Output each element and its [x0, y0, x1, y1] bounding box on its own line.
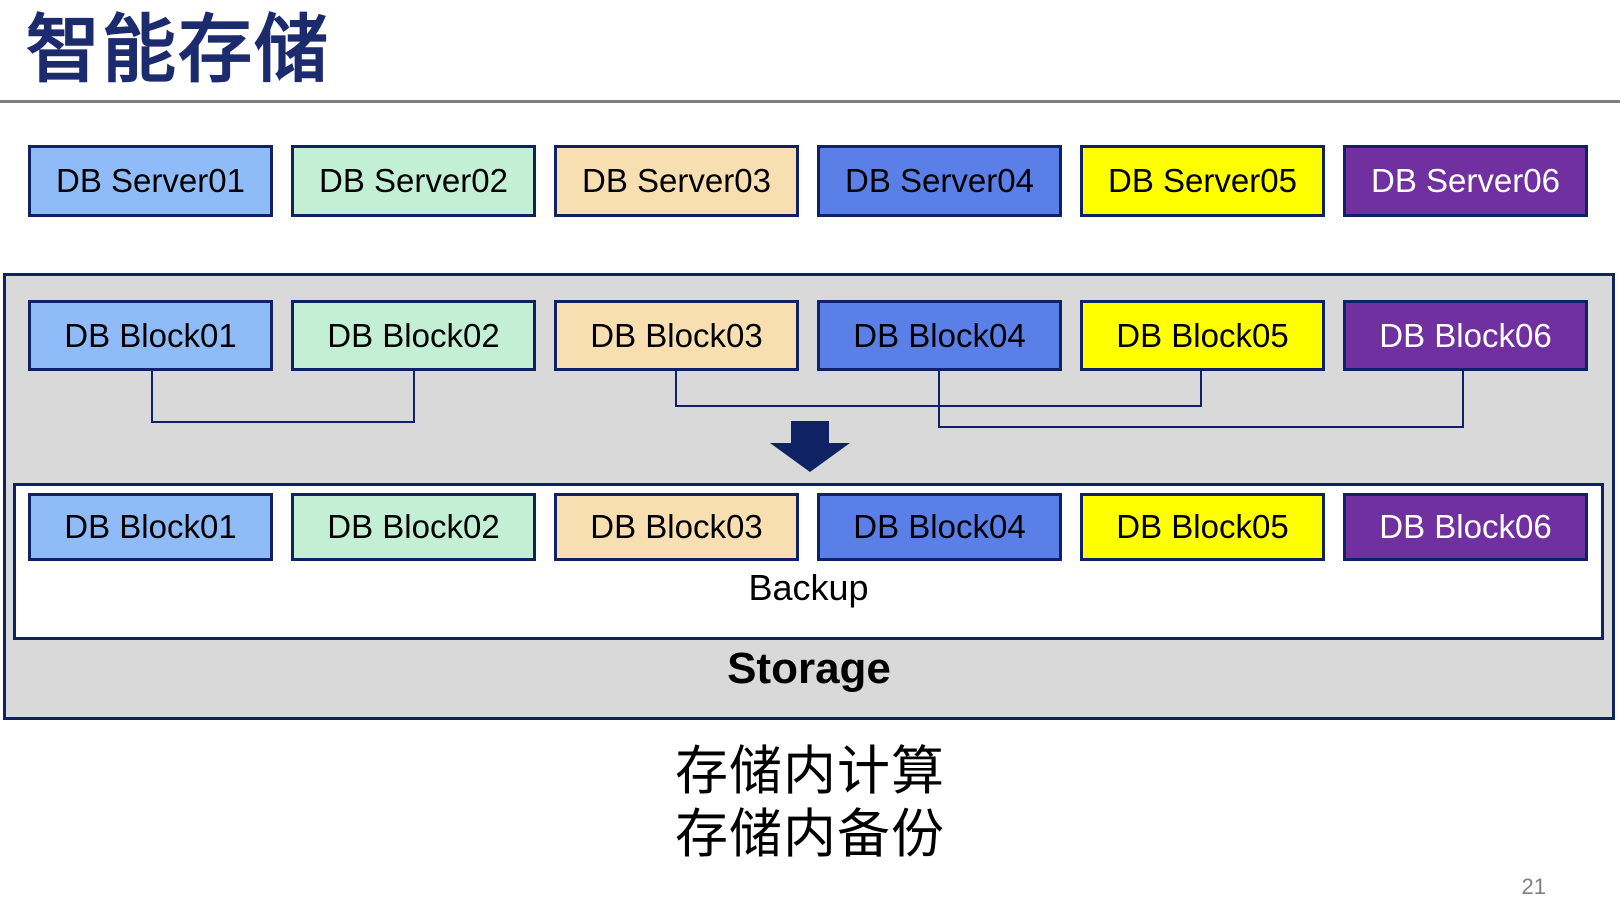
db-block05-backup-label: DB Block05	[1116, 508, 1289, 545]
db-block06-top-box: DB Block06	[1343, 300, 1588, 371]
page-number: 21	[1521, 874, 1546, 899]
slide-title: 智能存储	[26, 8, 330, 91]
backup-panel	[13, 483, 1604, 640]
db-block06-top-label: DB Block06	[1379, 316, 1552, 354]
down-arrow-icon	[770, 421, 850, 472]
db-block04-top-label: DB Block04	[853, 316, 1026, 354]
db-server03-box: DB Server03	[554, 145, 799, 217]
db-block04-backup-box: DB Block04	[817, 493, 1062, 561]
db-server04-label: DB Server04	[845, 162, 1034, 199]
db-server02-box: DB Server02	[291, 145, 536, 217]
db-block04-top-box: DB Block04	[817, 300, 1062, 371]
db-server06-box: DB Server06	[1343, 145, 1588, 217]
connector-block04-block06	[938, 371, 1464, 428]
db-block01-top-label: DB Block01	[64, 316, 237, 354]
db-server05-box: DB Server05	[1080, 145, 1325, 217]
storage-label: Storage	[727, 644, 891, 693]
db-block04-backup-label: DB Block04	[853, 508, 1026, 545]
db-block02-backup-box: DB Block02	[291, 493, 536, 561]
db-server01-label: DB Server01	[56, 162, 245, 199]
db-server06-label: DB Server06	[1371, 162, 1560, 199]
db-server04-box: DB Server04	[817, 145, 1062, 217]
db-block02-top-box: DB Block02	[291, 300, 536, 371]
connector-block01-block02	[151, 371, 415, 423]
db-server05-label: DB Server05	[1108, 162, 1297, 199]
db-block05-backup-box: DB Block05	[1080, 493, 1325, 561]
db-block03-backup-box: DB Block03	[554, 493, 799, 561]
db-block05-top-box: DB Block05	[1080, 300, 1325, 371]
db-block03-top-label: DB Block03	[590, 316, 763, 354]
db-server03-label: DB Server03	[582, 162, 771, 199]
db-block02-backup-label: DB Block02	[327, 508, 500, 545]
caption-in-storage-backup: 存储内备份	[675, 805, 945, 864]
db-block06-backup-label: DB Block06	[1379, 508, 1552, 545]
db-block01-top-box: DB Block01	[28, 300, 273, 371]
db-server02-label: DB Server02	[319, 162, 508, 199]
db-block03-top-box: DB Block03	[554, 300, 799, 371]
caption-in-storage-compute: 存储内计算	[675, 742, 945, 801]
db-server01-box: DB Server01	[28, 145, 273, 217]
db-block06-backup-box: DB Block06	[1343, 493, 1588, 561]
db-block01-backup-label: DB Block01	[64, 508, 237, 545]
db-block05-top-label: DB Block05	[1116, 316, 1289, 354]
db-block01-backup-box: DB Block01	[28, 493, 273, 561]
db-block03-backup-label: DB Block03	[590, 508, 763, 545]
db-block02-top-label: DB Block02	[327, 316, 500, 354]
title-divider	[0, 100, 1620, 103]
backup-label: Backup	[748, 567, 869, 608]
